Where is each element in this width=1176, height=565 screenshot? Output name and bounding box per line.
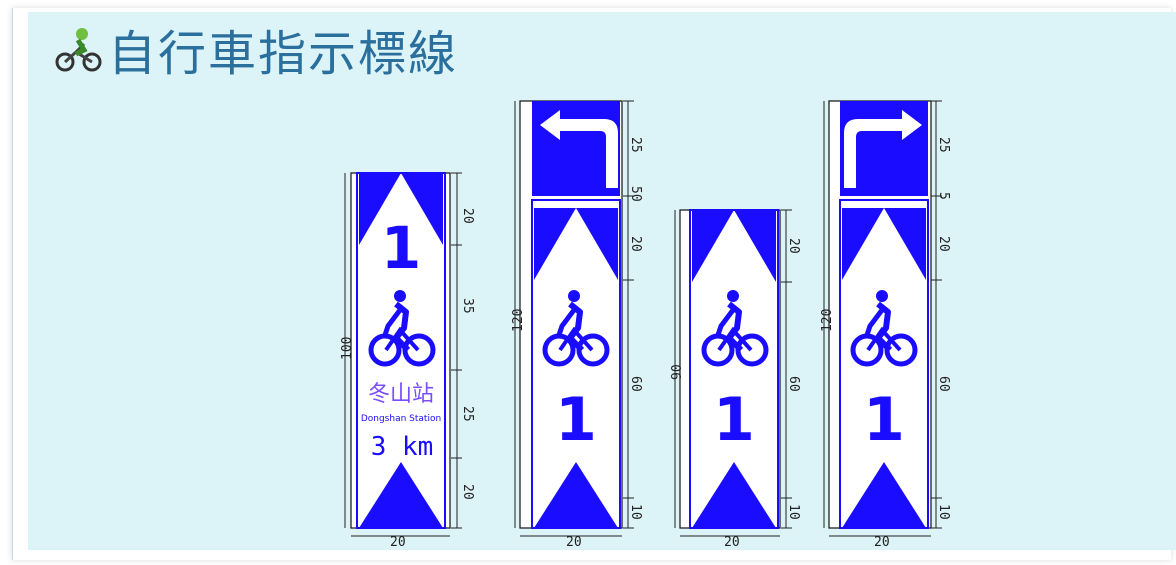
sign-3-dim-bottom: 10 (786, 504, 801, 520)
sign-1-dim-total: 100 (340, 337, 355, 360)
sign-1-dim-bottom: 20 (460, 484, 475, 500)
cyclist-icon (55, 28, 102, 72)
sign-3-dim-total: 90 (670, 364, 685, 380)
sign-2-dim-total: 120 (511, 309, 526, 332)
sign-2-dim-top: 20 (628, 236, 643, 252)
sign-4-dim-mid: 60 (936, 376, 951, 392)
sign-3-dim-top: 20 (786, 238, 801, 254)
sign-1-station-en: Dongshan Station (361, 414, 441, 424)
sign-1-dim-width: 20 (390, 535, 406, 550)
sign-3-number: 1 (713, 385, 755, 455)
sign-3-straight: 1 20 60 10 90 20 (670, 209, 801, 550)
sign-1-distance: 3 km (371, 432, 434, 462)
page-title: 自行車指示標線 (108, 26, 459, 82)
sign-2-dim-bottom: 10 (628, 504, 643, 520)
sign-4-dim-total: 120 (820, 309, 835, 332)
sign-1-dim-label: 25 (460, 406, 475, 422)
sign-2-dim-mid: 60 (628, 376, 643, 392)
sign-4-dim-arrow: 25 (936, 137, 951, 153)
sign-2-dim-arrow: 25 (628, 137, 643, 153)
sign-2-dim-gap: 50 (628, 186, 643, 202)
sign-4-dim-width: 20 (874, 535, 890, 550)
sign-2-dim-width: 20 (566, 535, 582, 550)
sign-1-number: 1 (381, 214, 421, 282)
sign-2-number: 1 (555, 385, 597, 455)
sign-4-number: 1 (863, 385, 905, 455)
sign-4-dim-gap: 5 (936, 192, 951, 200)
right-arrow-icon (844, 110, 922, 188)
sign-1-dongshan: 1 冬山站 Dongshan Station 3 km 20 35 25 20 … (340, 172, 475, 550)
sign-1-station-cn: 冬山站 (368, 382, 434, 407)
sign-4-right-turn: 1 25 5 20 60 10 120 20 (820, 100, 951, 550)
sign-3-dim-width: 20 (724, 535, 740, 550)
sign-3-dim-mid: 60 (786, 376, 801, 392)
left-arrow-icon (540, 110, 618, 188)
sign-2-left-turn: 1 25 50 20 60 10 120 20 (511, 100, 643, 550)
sign-4-dim-top: 20 (936, 236, 951, 252)
sign-1-dim-top: 20 (460, 208, 475, 224)
sign-1-dim-mid: 35 (460, 298, 475, 314)
sign-4-dim-bottom: 10 (936, 504, 951, 520)
